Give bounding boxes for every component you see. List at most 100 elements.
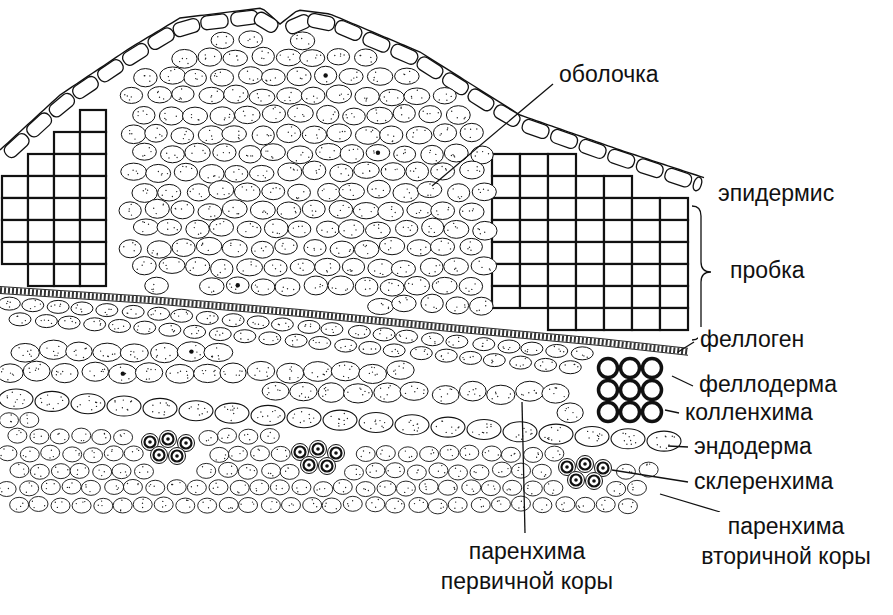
parenchyma-cell	[222, 314, 244, 327]
parenchyma-cell	[470, 465, 489, 480]
parenchyma-cell	[171, 128, 194, 144]
part-label: эндодерма	[692, 434, 814, 460]
sclerenchyma-wall	[301, 457, 318, 474]
parenchyma-cell	[322, 498, 341, 513]
parenchyma-cell	[429, 463, 448, 478]
cork-cell	[604, 198, 632, 220]
parenchyma-cell	[250, 201, 275, 219]
sclerenchyma-wall	[151, 447, 168, 464]
parenchyma-cell	[503, 480, 522, 495]
parenchyma-cell	[172, 86, 194, 102]
parenchyma-cell	[393, 184, 419, 203]
parenchyma-cell	[133, 143, 157, 160]
epidermis-cell	[120, 41, 150, 67]
parenchyma-cell	[355, 87, 379, 105]
cork-cell	[28, 154, 54, 176]
parenchyma-cell	[288, 184, 311, 201]
parenchyma-cell	[288, 221, 311, 237]
cork-cell	[660, 220, 688, 242]
parenchyma-cell	[219, 462, 238, 477]
parenchyma-cell	[290, 382, 317, 400]
parenchyma-cell	[249, 89, 275, 105]
parenchyma-cell	[287, 408, 321, 428]
parenchyma-cell	[154, 497, 173, 512]
parenchyma-cell	[596, 497, 615, 512]
parenchyma-cell	[302, 200, 325, 218]
leader-line	[678, 342, 694, 352]
parenchyma-cell	[460, 123, 483, 141]
parenchyma-cell	[278, 163, 302, 181]
parenchyma-cell	[8, 428, 27, 443]
parenchyma-cell	[20, 412, 39, 427]
sclerenchyma-wall	[331, 448, 342, 459]
cork-cell	[548, 220, 576, 242]
sclerenchyma-wall	[304, 460, 315, 471]
parenchyma-cell	[237, 221, 261, 238]
parenchyma-cell	[391, 261, 415, 277]
parenchyma-cell	[109, 319, 131, 332]
sclerenchyma-wall	[169, 448, 186, 465]
cork-cell	[520, 176, 548, 198]
parenchyma-cell	[0, 413, 18, 428]
parenchyma-cell	[511, 496, 530, 511]
cork-bracket	[692, 206, 711, 340]
parenchyma-cell	[120, 87, 142, 103]
parenchyma-cell	[71, 394, 105, 414]
parenchyma-cell	[224, 85, 249, 103]
parenchyma-cell	[197, 463, 216, 478]
parenchyma-cell	[317, 221, 340, 237]
parenchyma-cell	[222, 240, 247, 258]
cork-cell	[576, 198, 604, 220]
parenchyma-cell	[523, 481, 542, 496]
parenchyma-cell	[176, 498, 195, 513]
parenchyma-cell	[51, 498, 70, 513]
parenchyma-cell	[172, 49, 197, 68]
parenchyma-cell	[0, 364, 23, 383]
parenchyma-cell	[440, 445, 459, 460]
epidermis-cell	[333, 19, 364, 43]
parenchyma-cell	[498, 340, 520, 353]
parenchyma-cell	[433, 88, 456, 104]
sclerenchyma-lumen	[184, 441, 188, 445]
parenchyma-cell	[198, 126, 224, 144]
parenchyma-cell	[62, 479, 81, 494]
parenchyma-cell	[182, 107, 207, 125]
parenchyma-cell	[542, 384, 569, 403]
parenchyma-cell	[148, 87, 172, 103]
parenchyma-cell	[379, 89, 404, 105]
parenchyma-cell	[501, 447, 520, 462]
parenchyma-cell	[271, 318, 293, 331]
parenchyma-cell	[218, 428, 237, 443]
sclerenchyma-lumen	[325, 464, 329, 468]
parenchyma-cell	[234, 183, 260, 201]
epidermis-cell	[252, 10, 280, 35]
parenchyma-cell	[342, 258, 364, 275]
parenchyma-cell	[406, 162, 429, 181]
cork-cell	[28, 176, 54, 198]
parenchyma-cell	[223, 50, 248, 66]
parenchyma-cell	[285, 334, 307, 347]
cork-cell	[604, 264, 632, 286]
parenchyma-cell	[557, 403, 583, 423]
parenchyma-cell	[187, 480, 206, 495]
parenchyma-cell	[11, 343, 39, 362]
parenchyma-cell	[359, 341, 381, 354]
parenchyma-cell	[219, 497, 238, 512]
parenchyma-cell	[539, 424, 573, 444]
parenchyma-cell	[421, 145, 444, 164]
cork-cell	[660, 308, 688, 330]
parenchyma-cell	[0, 297, 20, 310]
sclerenchyma-lumen	[307, 463, 311, 467]
parenchyma-cell	[213, 144, 236, 161]
leader-line	[612, 470, 688, 482]
sclerenchyma-wall	[295, 447, 306, 458]
parenchyma-cell	[277, 88, 303, 104]
parenchyma-cell	[355, 127, 380, 145]
parenchyma-cell	[329, 201, 353, 219]
parenchyma-cell	[300, 50, 325, 67]
parenchyma-cell	[576, 497, 595, 512]
parenchyma-cell	[396, 481, 415, 496]
cork-cell	[548, 198, 576, 220]
parenchyma-cell	[503, 422, 537, 442]
